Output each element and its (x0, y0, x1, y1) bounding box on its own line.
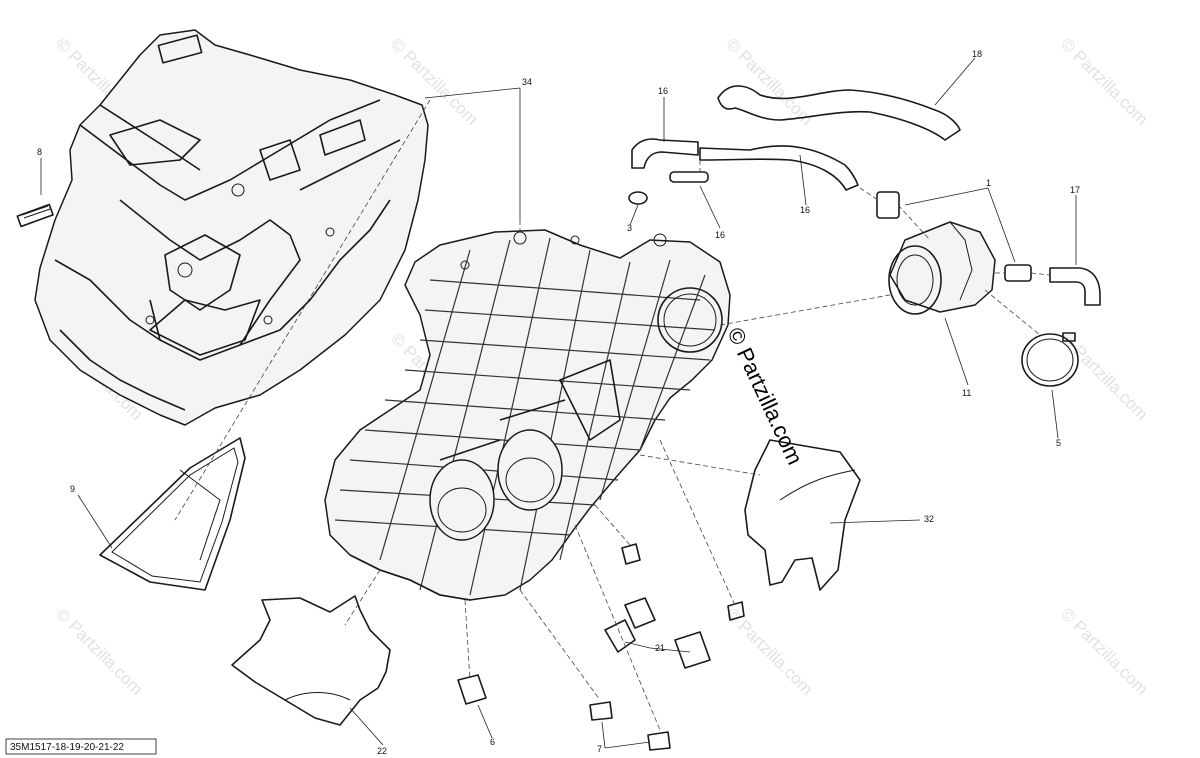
callout-21: 21 (655, 643, 665, 653)
shield-part-22 (231, 595, 391, 726)
callout-1: 1 (986, 178, 991, 188)
callout-18: 18 (972, 49, 982, 59)
hose-part-16 (628, 138, 859, 205)
clip-part-7 (589, 701, 671, 751)
elbow-part-17 (1049, 267, 1101, 306)
callout-34: 34 (522, 77, 532, 87)
upper-airbox-housing (34, 29, 429, 426)
decal-part-8 (16, 203, 54, 228)
callout-6: 6 (490, 737, 495, 747)
reference-code: 35M1517-18-19-20-21-22 (10, 742, 124, 753)
clips-part-21 (604, 543, 745, 669)
callout-5: 5 (1056, 438, 1061, 448)
callouts: 1 3 5 6 7 8 9 11 16 16 16 17 18 21 22 32… (37, 49, 1080, 756)
center-watermark: © Partzilla.com (722, 324, 807, 469)
watermark: © Partzilla.com (722, 34, 816, 128)
watermark: © Partzilla.com (1057, 34, 1151, 128)
clip-part-6 (457, 674, 487, 705)
throttle-body-part-11 (888, 221, 996, 315)
callout-3: 3 (627, 223, 632, 233)
callout-16-top: 16 (658, 86, 668, 96)
callout-32: 32 (924, 514, 934, 524)
clamp-part-5 (1021, 332, 1079, 387)
callout-11: 11 (962, 388, 971, 398)
watermark: © Partzilla.com (52, 604, 146, 698)
callout-16-bottom: 16 (715, 230, 725, 240)
hose-part-18 (717, 85, 961, 141)
seal-part-9 (99, 437, 246, 591)
reference-code-box: 35M1517-18-19-20-21-22 (5, 738, 157, 755)
callout-7: 7 (597, 744, 602, 754)
callout-17: 17 (1070, 185, 1080, 195)
shield-part-32 (744, 439, 861, 591)
callout-8: 8 (37, 147, 42, 157)
lower-airbox-housing (324, 229, 731, 601)
callout-9: 9 (70, 484, 75, 494)
callout-16-middle: 16 (800, 205, 810, 215)
leader-lines (40, 57, 1077, 749)
watermark: © Partzilla.com (1057, 604, 1151, 698)
callout-22: 22 (377, 746, 387, 756)
